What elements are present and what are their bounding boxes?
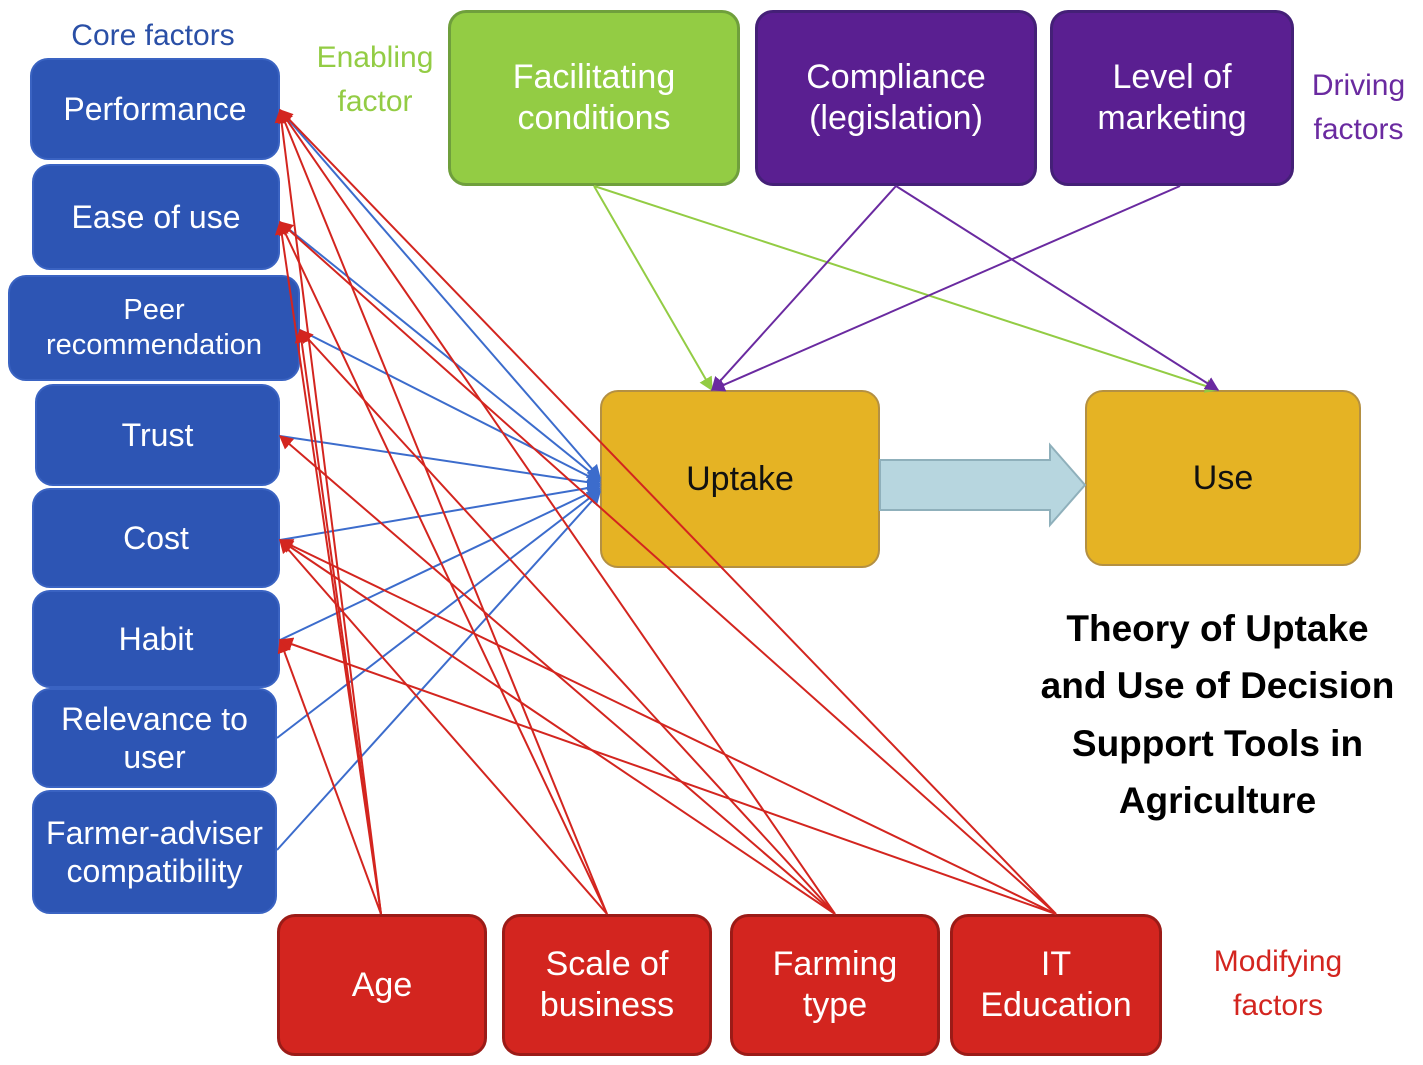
edge-relevance-uptake xyxy=(276,489,602,739)
core-factors-label: Core factors xyxy=(71,19,235,52)
edge-scale-performance xyxy=(278,108,608,915)
core-factor-trust: Trust xyxy=(35,384,280,486)
driving-factor-level-of-marketing: Level of marketing xyxy=(1050,10,1294,186)
core-factor-relevance-to-user: Relevance to user xyxy=(32,688,277,788)
core-factor-performance: Performance xyxy=(30,58,280,160)
uptake-to-use-arrow xyxy=(879,442,1087,528)
edge-farmingtype-cost xyxy=(278,539,836,915)
core-factor-farmer-adviser-compatibility: Farmer-adviser compatibility xyxy=(32,790,277,914)
core-factor-habit: Habit xyxy=(32,590,280,688)
modifying-factor-scale-of-business: Scale of business xyxy=(502,914,712,1056)
core-factor-ease-of-use: Ease of use xyxy=(32,164,280,270)
edge-scale-cost xyxy=(279,538,608,915)
edge-peer-uptake xyxy=(299,329,602,483)
edge-cost-uptake xyxy=(279,481,602,541)
core-factor-peer-recommendation: Peer recommendation xyxy=(8,275,300,381)
edge-scale-ease xyxy=(279,220,608,915)
edge-ited-habit xyxy=(278,637,1057,915)
edge-compliance-use xyxy=(895,185,1220,391)
modifying-factor-it-education: IT Education xyxy=(950,914,1162,1056)
edge-farmer-uptake xyxy=(276,490,601,851)
diagram-title: Theory of Uptake and Use of Decision Sup… xyxy=(1040,608,1395,822)
outcome-uptake: Uptake xyxy=(600,390,880,568)
edge-marketing-uptake xyxy=(710,185,1181,392)
modifying-factor-farming-type: Farming type xyxy=(730,914,940,1056)
edge-compliance-uptake xyxy=(711,185,897,392)
edge-ease-uptake xyxy=(279,221,602,481)
edge-ited-ease xyxy=(278,221,1057,915)
edge-habit-uptake xyxy=(279,487,602,641)
edge-age-habit xyxy=(277,638,382,915)
edge-age-peer xyxy=(294,328,382,915)
edge-age-performance xyxy=(274,108,382,915)
edge-facilitating-use xyxy=(593,185,1220,393)
edge-ited-cost xyxy=(278,539,1057,915)
modifying-factor-age: Age xyxy=(277,914,487,1056)
core-factor-cost: Cost xyxy=(32,488,280,588)
enabling-factor-facilitating-conditions: Facilitating conditions xyxy=(448,10,740,186)
edge-trust-uptake xyxy=(279,435,602,490)
outcome-use: Use xyxy=(1085,390,1361,566)
driving-factor-compliance: Compliance (legislation) xyxy=(755,10,1037,186)
edge-facilitating-uptake xyxy=(593,185,713,392)
